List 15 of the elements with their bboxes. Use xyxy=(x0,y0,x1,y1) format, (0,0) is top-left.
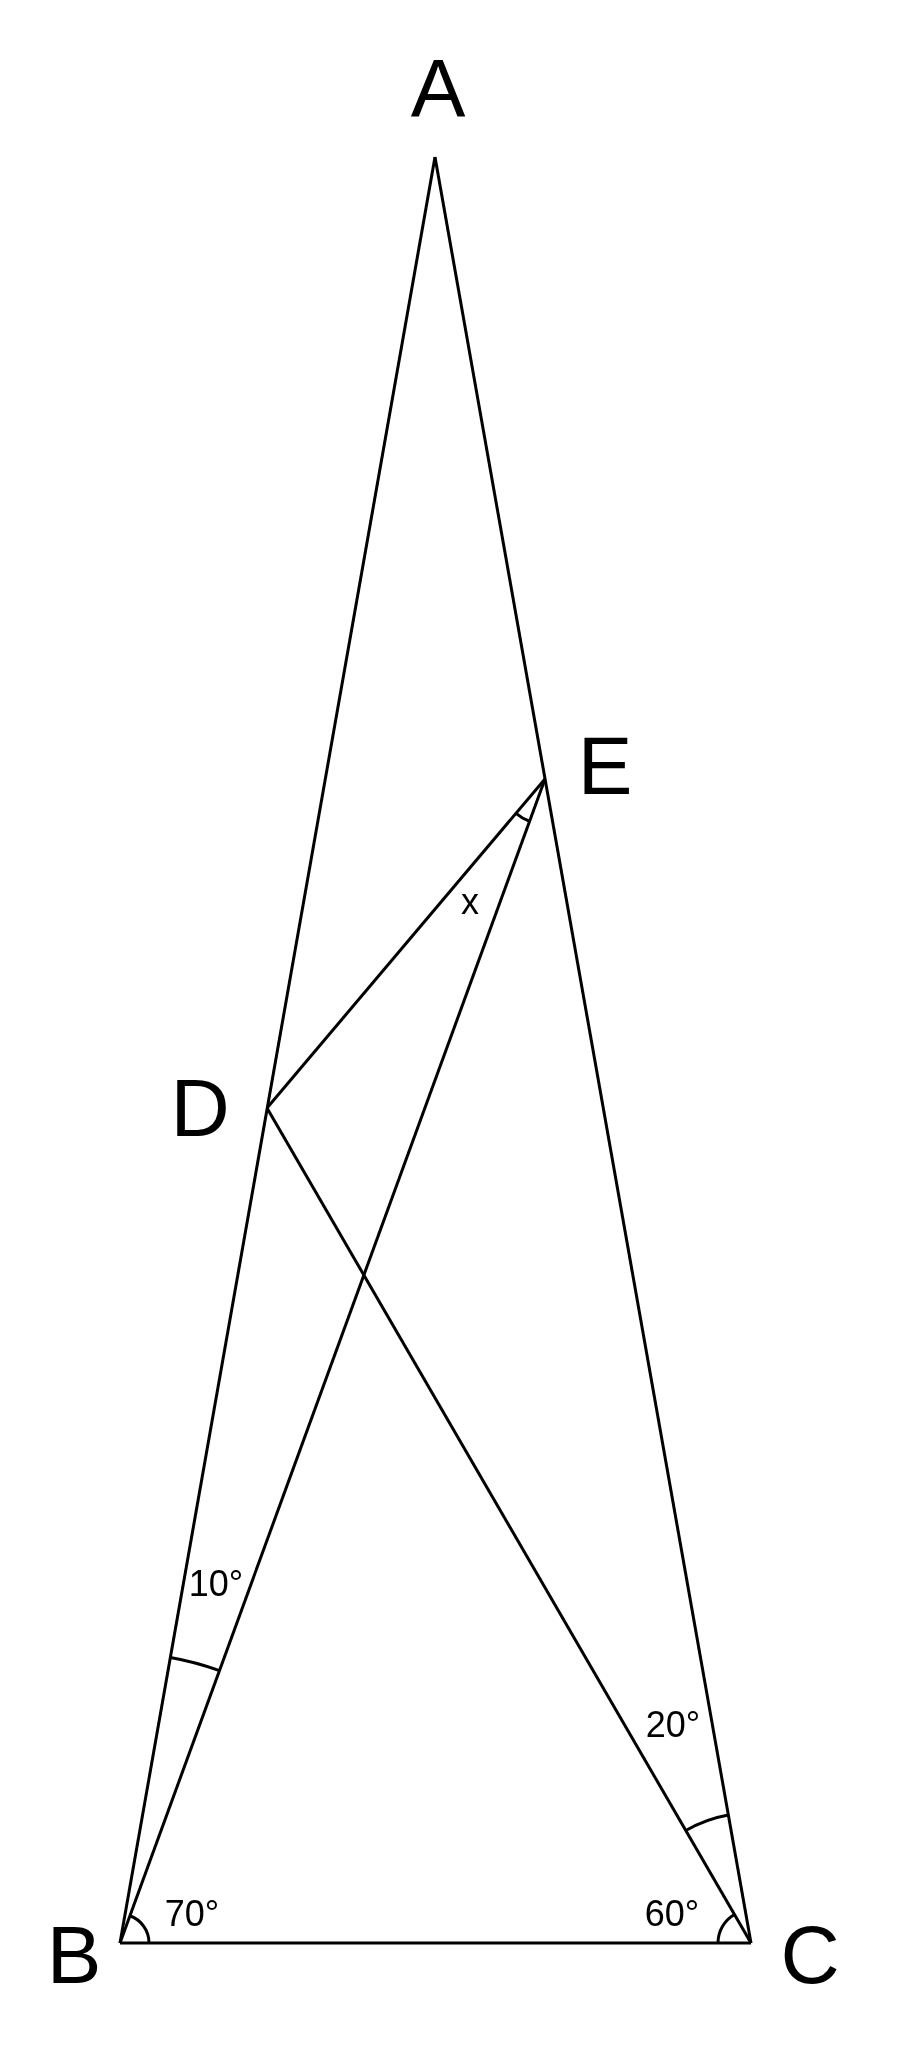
line-segment xyxy=(118,778,547,1944)
point-label: C xyxy=(780,1914,840,1996)
angle-label: x xyxy=(461,884,479,920)
point-label: D xyxy=(170,1067,230,1149)
line-segment xyxy=(265,778,547,1109)
angle-label: 20° xyxy=(645,1707,701,1743)
point-label: B xyxy=(46,1914,102,1996)
point-label: E xyxy=(577,725,633,807)
angle-label: 70° xyxy=(164,1896,220,1932)
line-segment xyxy=(433,156,753,1944)
line-segment xyxy=(120,1941,751,1945)
line-segment xyxy=(265,1107,753,1944)
angle-label: 10° xyxy=(188,1566,244,1602)
point-label: A xyxy=(410,47,466,129)
angle-label: 60° xyxy=(644,1896,700,1932)
